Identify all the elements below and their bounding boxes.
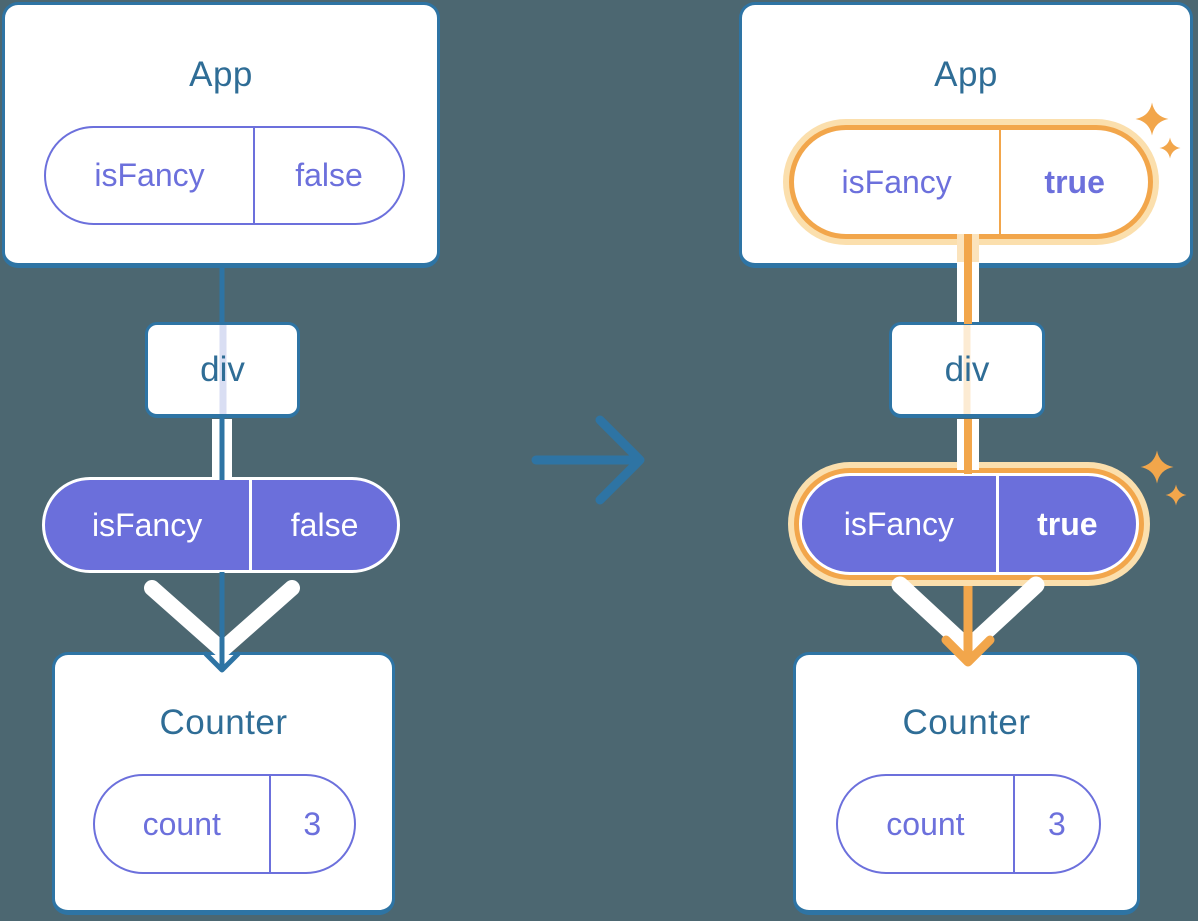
component-title: Counter bbox=[902, 703, 1031, 742]
app-card: App isFancy false bbox=[2, 2, 440, 268]
prop-line-tint bbox=[963, 325, 971, 414]
state-value: 3 bbox=[1012, 776, 1099, 872]
prop-value: true bbox=[995, 476, 1136, 572]
div-label: div bbox=[944, 349, 990, 389]
state-value: false bbox=[253, 128, 403, 223]
prop-name: isFancy bbox=[91, 506, 203, 543]
prop-value: false bbox=[249, 480, 397, 570]
state-pill-highlighted: isFancy true bbox=[789, 125, 1153, 239]
transition-arrow-icon bbox=[531, 415, 645, 505]
state-name: isFancy bbox=[841, 163, 952, 200]
passed-prop-pill-highlighted: isFancy true bbox=[799, 473, 1139, 575]
component-title: Counter bbox=[159, 703, 288, 742]
prop-line-tint bbox=[219, 325, 226, 414]
prop-flow-connector-after bbox=[891, 234, 1045, 667]
app-card: App isFancy true bbox=[739, 2, 1193, 268]
component-title: App bbox=[934, 55, 998, 94]
prop-name: isFancy bbox=[843, 505, 954, 542]
state-name: isFancy bbox=[94, 157, 205, 193]
state-pill: count 3 bbox=[836, 774, 1101, 874]
state-name: count bbox=[142, 805, 221, 842]
state-value: true bbox=[999, 130, 1148, 234]
counter-card: Counter count 3 bbox=[793, 652, 1140, 915]
state-pill: isFancy false bbox=[44, 126, 405, 225]
state-value: 3 bbox=[268, 776, 354, 872]
passed-prop-pill: isFancy false bbox=[42, 477, 400, 573]
state-name: count bbox=[886, 805, 965, 842]
state-pill: count 3 bbox=[93, 774, 356, 874]
div-node: div bbox=[889, 322, 1045, 418]
div-node: div bbox=[145, 322, 300, 418]
component-title: App bbox=[189, 55, 253, 94]
div-label: div bbox=[200, 349, 245, 389]
counter-card: Counter count 3 bbox=[52, 652, 395, 915]
sparkles-icon bbox=[1140, 450, 1187, 506]
